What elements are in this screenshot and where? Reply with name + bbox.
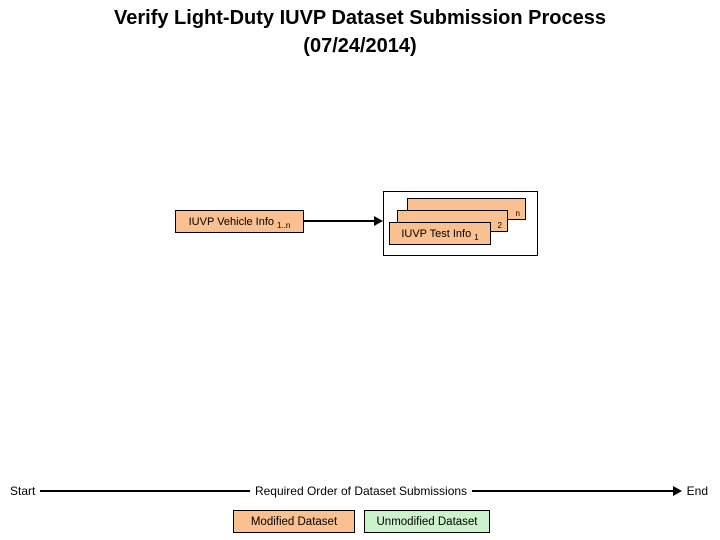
flow-line-right bbox=[472, 490, 673, 492]
flow-line-right-group bbox=[472, 486, 682, 496]
start-label: Start bbox=[10, 484, 36, 498]
slide-title: Verify Light-Duty IUVP Dataset Submissio… bbox=[0, 4, 720, 60]
test-info-card-n-subscript: n bbox=[515, 209, 520, 218]
vehicle-info-label: IUVP Vehicle Info bbox=[188, 215, 275, 228]
vehicle-to-testinfo-arrowhead bbox=[374, 216, 383, 226]
submission-order-axis: Start Required Order of Dataset Submissi… bbox=[10, 483, 708, 499]
legend-unmodified-dataset: Unmodified Dataset bbox=[364, 510, 490, 533]
vehicle-info-subscript: 1..n bbox=[277, 221, 291, 230]
legend-modified-label: Modified Dataset bbox=[250, 515, 338, 528]
flow-line-left bbox=[40, 490, 250, 492]
end-label: End bbox=[686, 484, 708, 498]
title-line-2: (07/24/2014) bbox=[303, 35, 417, 57]
title-line-1: Verify Light-Duty IUVP Dataset Submissio… bbox=[114, 7, 606, 29]
flow-end-arrowhead bbox=[672, 486, 682, 496]
flow-axis-label: Required Order of Dataset Submissions bbox=[254, 484, 468, 498]
legend-modified-dataset: Modified Dataset bbox=[233, 510, 355, 533]
vehicle-to-testinfo-connector-line bbox=[304, 220, 375, 222]
test-info-subscript: 1 bbox=[474, 233, 479, 242]
legend-unmodified-label: Unmodified Dataset bbox=[376, 515, 478, 528]
test-info-label: IUVP Test Info bbox=[401, 227, 472, 240]
test-info-card-2-subscript: 2 bbox=[497, 221, 502, 230]
